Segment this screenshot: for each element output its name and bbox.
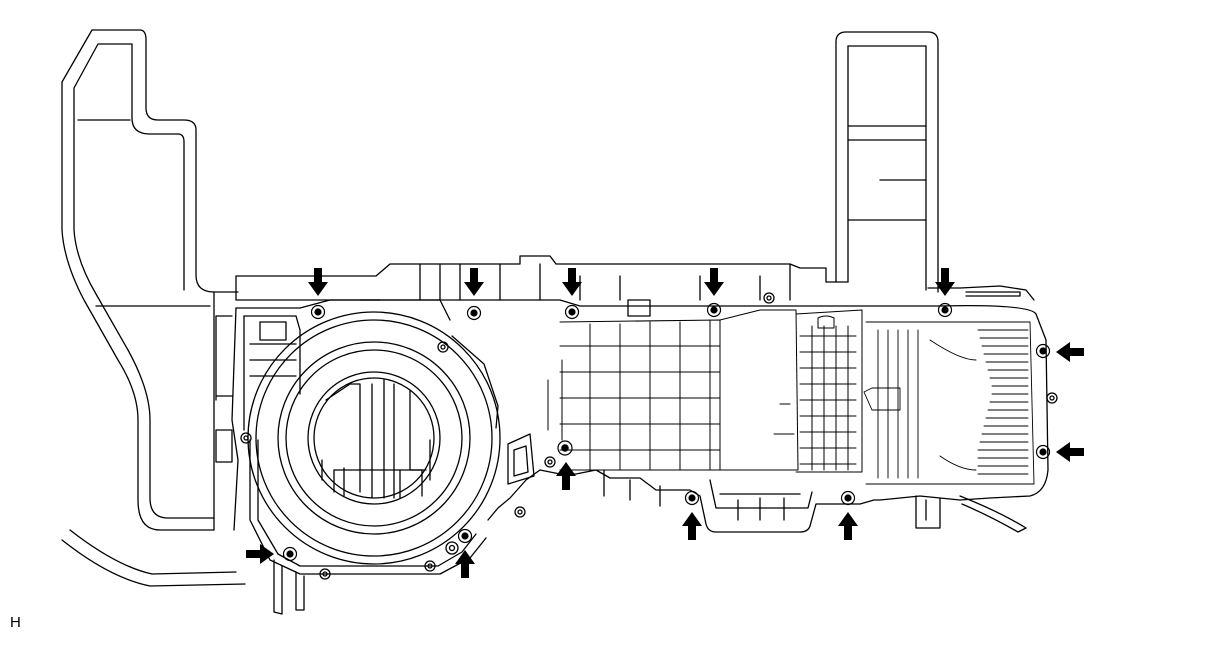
blower-fan [247, 299, 535, 615]
left-duct [61, 29, 246, 587]
arrow-down-1 [308, 268, 328, 296]
arrow-right-1 [246, 544, 274, 564]
arrows [246, 268, 1084, 578]
arrow-up-1 [556, 462, 576, 490]
screw-8 [557, 440, 573, 456]
evaporator-grid [547, 309, 863, 473]
screw-9 [684, 490, 700, 506]
arrow-down-5 [935, 268, 955, 296]
filter-hatching [863, 321, 1035, 485]
arrow-up-3 [838, 512, 858, 540]
screw-6 [1035, 343, 1051, 359]
screw-11 [282, 546, 298, 562]
screw-1 [310, 304, 326, 320]
arrow-left-2 [1056, 442, 1084, 462]
screw-12 [457, 528, 473, 544]
screw-4 [706, 302, 722, 318]
lower-brackets [603, 469, 1027, 533]
arrow-down-2 [464, 268, 484, 296]
screw-2 [466, 305, 482, 321]
arrow-down-3 [562, 268, 582, 296]
arrow-down-4 [704, 268, 724, 296]
main-housing [215, 299, 1049, 533]
screw-7 [1035, 444, 1051, 460]
screw-10 [840, 490, 856, 506]
screw-5 [937, 302, 953, 318]
arrow-up-2 [682, 512, 702, 540]
corner-label: H [10, 614, 21, 631]
bosses [240, 292, 1058, 580]
screws [282, 302, 1051, 562]
right-duct [835, 31, 939, 293]
housing-top-features [235, 255, 1035, 317]
screw-3 [564, 304, 580, 320]
arrow-up-4 [455, 550, 475, 578]
arrow-left-1 [1056, 342, 1084, 362]
